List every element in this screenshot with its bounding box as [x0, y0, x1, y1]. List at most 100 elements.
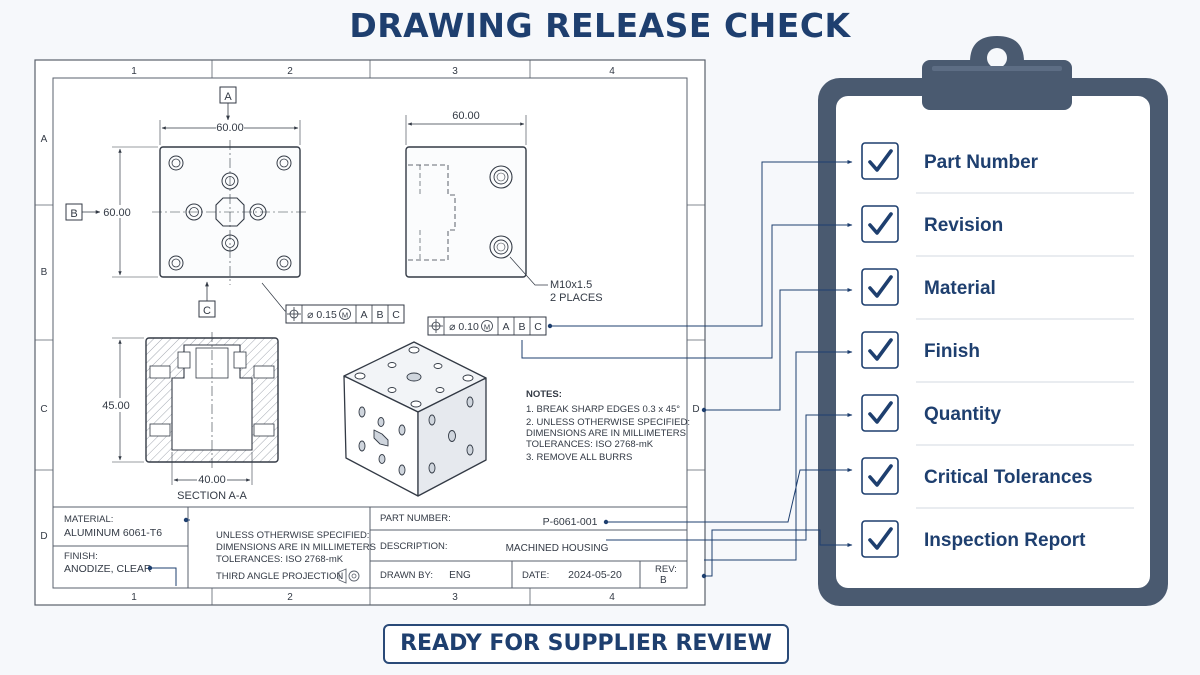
note-2: 2. UNLESS OTHERWISE SPECIFIED:	[526, 417, 690, 428]
note-2-line-2: DIMENSIONS ARE IN MILLIMETERS	[526, 428, 686, 439]
material-value: ALUMINUM 6061-T6	[64, 527, 162, 539]
isometric-view	[343, 341, 487, 497]
checklist-item-label: Revision	[924, 215, 1003, 236]
checklist-item-label: Critical Tolerances	[924, 467, 1093, 488]
checklist-item-label: Inspection Report	[924, 530, 1086, 551]
drawn-by-value: ENG	[449, 570, 471, 581]
description-label: DESCRIPTION:	[380, 541, 448, 552]
checkbox[interactable]	[861, 331, 899, 369]
note-2-line-3: TOLERANCES: ISO 2768-mK	[526, 439, 654, 450]
checkbox[interactable]	[861, 457, 899, 495]
part-number-label: PART NUMBER:	[380, 513, 451, 524]
note-1: 1. BREAK SHARP EDGES 0.3 x 45°	[526, 404, 680, 415]
zone-row-d-right: D	[692, 404, 699, 415]
tb-general-note-1: UNLESS OTHERWISE SPECIFIED:	[216, 530, 369, 541]
projection-label: THIRD ANGLE PROJECTION	[216, 571, 343, 582]
fcf1-datum-1: A	[360, 309, 367, 321]
feature-control-frame-2: ⌀ 0.10 M A B C	[427, 316, 547, 336]
zone-col-3: 3	[452, 66, 458, 77]
zone-col-3-bottom: 3	[452, 592, 458, 603]
fcf2-datum-2: B	[518, 321, 525, 333]
fcf1-datum-2: B	[376, 309, 383, 321]
dim-top-width: 60.00	[216, 122, 244, 134]
connector-finish	[150, 567, 177, 586]
checkmark-icon	[868, 401, 893, 424]
ready-for-review-badge: READY FOR SUPPLIER REVIEW	[383, 624, 789, 664]
checklist-item: Critical Tolerances	[861, 457, 1134, 509]
title-block	[53, 506, 687, 588]
finish-label: FINISH:	[64, 551, 98, 562]
checkmark-icon	[868, 275, 893, 298]
connector-finish-check	[704, 350, 853, 561]
checklist-item: Finish	[861, 331, 1134, 383]
rev-value: B	[660, 575, 667, 586]
checkmark-icon	[868, 464, 893, 487]
notes-title: NOTES:	[526, 389, 562, 400]
finish-value: ANODIZE, CLEAR	[64, 563, 152, 575]
checklist-item: Quantity	[861, 394, 1134, 446]
fcf1-modifier: M	[342, 311, 348, 320]
datum-c: C	[203, 305, 211, 317]
thread-note-line-2: 2 PLACES	[550, 292, 603, 304]
connector-notes	[704, 288, 853, 411]
fcf2-datum-1: A	[502, 321, 509, 333]
page-title: DRAWING RELEASE CHECK	[349, 6, 851, 45]
checkmark-icon	[868, 527, 893, 550]
connector-tolerance	[550, 160, 853, 327]
connectors	[150, 160, 853, 586]
dim-top-height: 60.00	[103, 207, 131, 219]
zone-col-1-bottom: 1	[131, 592, 137, 603]
connector-part-number	[606, 468, 853, 523]
checkbox[interactable]	[861, 268, 899, 306]
checklist-item: Inspection Report	[861, 520, 1086, 558]
datum-a: A	[224, 91, 232, 103]
side-view	[405, 115, 548, 286]
dim-section-height: 45.00	[102, 400, 130, 412]
fcf2-datum-3: C	[534, 321, 542, 333]
fcf2-value: ⌀ 0.10	[449, 321, 479, 333]
zone-row-d: D	[40, 531, 47, 542]
fcf1-datum-3: C	[392, 309, 400, 321]
connector-revision	[704, 529, 853, 577]
clipboard	[818, 36, 1168, 606]
checklist: Part NumberRevisionMaterialFinishQuantit…	[861, 142, 1134, 558]
tb-general-note-2: DIMENSIONS ARE IN MILLIMETERS	[216, 542, 376, 553]
drawn-by-label: DRAWN BY:	[380, 570, 433, 581]
section-label: SECTION A-A	[177, 490, 247, 502]
checkmark-icon	[868, 149, 893, 172]
tb-general-note-3: TOLERANCES: ISO 2768-mK	[216, 554, 344, 565]
datum-b: B	[70, 208, 77, 220]
notes-block: NOTES: 1. BREAK SHARP EDGES 0.3 x 45° 2.…	[526, 389, 690, 463]
connector-fcf2-datum	[521, 223, 853, 359]
thread-note-line-1: M10x1.5	[550, 279, 592, 291]
checkbox[interactable]	[861, 205, 899, 243]
zone-row-a: A	[41, 134, 48, 145]
checklist-item-label: Quantity	[924, 404, 1001, 425]
connector-quantity-check	[606, 413, 853, 541]
top-view	[65, 86, 308, 318]
zone-col-4: 4	[609, 66, 615, 77]
checklist-item: Part Number	[861, 142, 1134, 194]
zone-col-1: 1	[131, 66, 137, 77]
zone-col-2: 2	[287, 66, 293, 77]
fcf1-value: ⌀ 0.15	[307, 309, 337, 321]
description-value: MACHINED HOUSING	[506, 543, 609, 554]
checkmark-icon	[868, 338, 893, 361]
material-label: MATERIAL:	[64, 514, 113, 525]
dim-section-width: 40.00	[198, 474, 226, 486]
section-view	[112, 332, 279, 485]
dim-side-width: 60.00	[452, 110, 480, 122]
checkmark-icon	[868, 212, 893, 235]
zone-row-c: C	[40, 404, 47, 415]
note-3: 3. REMOVE ALL BURRS	[526, 452, 632, 463]
checklist-item-label: Part Number	[924, 152, 1039, 173]
checklist-item: Revision	[861, 205, 1134, 257]
rev-label: REV:	[655, 564, 677, 575]
checklist-item-label: Material	[924, 278, 996, 299]
checkbox[interactable]	[861, 520, 899, 558]
zone-row-b: B	[41, 267, 48, 278]
checkbox[interactable]	[861, 394, 899, 432]
checkbox[interactable]	[861, 142, 899, 180]
